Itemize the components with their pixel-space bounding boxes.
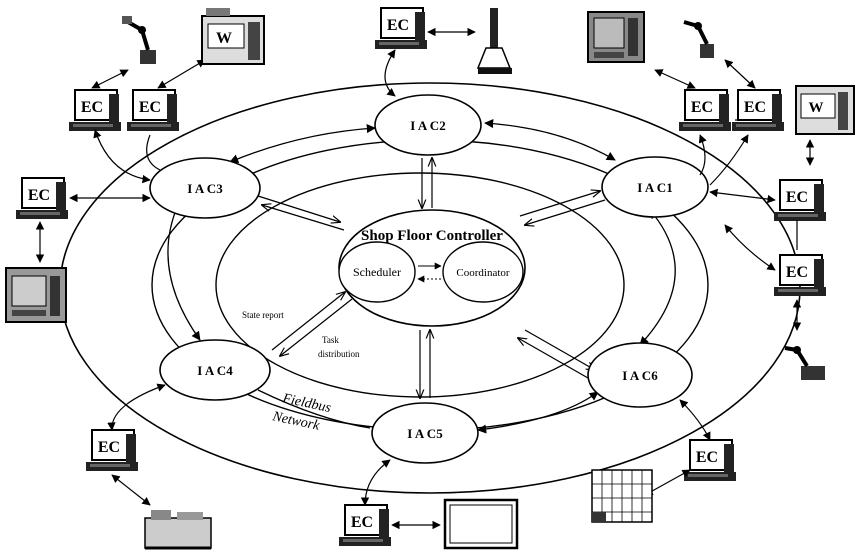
ec-label: EC [351,514,373,531]
ec-label: EC [81,99,103,116]
lathe-machine-icon-top-right [587,11,645,63]
iac-node-6: I A C6 [587,342,693,408]
conveyor-machine-icon [144,510,212,550]
iac-node-5: I A C5 [371,402,479,464]
ec-computer-top-center: EC [374,7,428,50]
iac-1-label: I A C1 [637,180,672,195]
iac-node-2: I A C2 [374,94,482,156]
storage-rack-icon [591,469,653,523]
robot-arm-icon-right [784,346,825,380]
coordinator-module [442,241,524,303]
ec-computer-top-left-a: EC [68,89,122,132]
iac-2-label: I A C2 [410,118,445,133]
task-distribution-label-1: Task [322,335,339,345]
iac-4-label: I A C4 [197,363,233,378]
ec-iac-links [69,49,776,506]
ec-label: EC [786,264,808,281]
task-distribution-label-2: distribution [318,349,360,359]
ec-label: EC [387,17,409,34]
cnc-machine-icon: W [201,8,265,65]
ec-label: EC [744,99,766,116]
controller-title: Shop Floor Controller [361,228,503,244]
ec-computer-bottom-center: EC [338,504,392,547]
iac-5-label: I A C5 [407,426,443,441]
ec-computer-left: EC [15,177,69,220]
state-report-label: State report [242,310,284,320]
lathe-machine-icon-left [5,267,67,323]
iac-ring-links [167,119,676,434]
cnc-panel-text-right: W [809,100,824,116]
coordinator-label: Coordinator [456,267,509,279]
ec-label: EC [28,187,50,204]
ec-computer-top-right-b: EC [731,89,785,132]
robot-arm-icon [122,16,156,64]
ec-label: EC [786,189,808,206]
iac-node-3: I A C3 [149,157,261,219]
ec-label: EC [691,99,713,116]
display-screen-icon [443,498,519,550]
iac-controller-links [257,158,606,398]
ec-label: EC [98,439,120,456]
ec-computer-bottom-right: EC [683,439,737,482]
iac-6-label: I A C6 [622,368,658,383]
ec-computer-top-right-a: EC [678,89,732,132]
ec-machine-links [35,27,815,530]
ec-computer-right-b: EC [773,254,827,297]
ec-label: EC [139,99,161,116]
ec-label: EC [696,449,718,466]
vertical-press-icon [476,8,512,74]
iac-node-1: I A C1 [601,156,709,218]
scheduler-module [338,241,416,303]
cnc-machine-icon-right: W [795,85,855,135]
ec-computer-right-a: EC [773,179,827,222]
iac-3-label: I A C3 [187,181,223,196]
scheduler-label: Scheduler [353,265,401,279]
ec-computer-bottom-left: EC [85,429,139,472]
ec-computer-top-left-b: EC [126,89,180,132]
iac-node-4: I A C4 [159,339,271,401]
robot-arm-icon-top-right [683,20,714,58]
cnc-panel-text: W [216,30,232,47]
